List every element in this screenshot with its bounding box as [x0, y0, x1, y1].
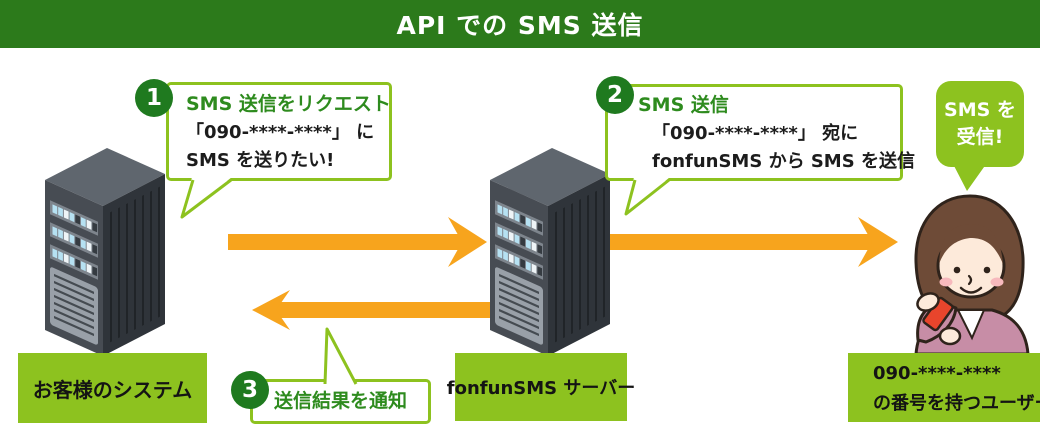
woman-with-phone-icon	[914, 194, 1030, 356]
step1-bubble: SMS 送信をリクエスト 「090-****-****」 に SMS を送りたい…	[166, 82, 392, 181]
step2-line-1: 「090-****-****」 宛に	[652, 123, 859, 144]
page-title: API での SMS 送信	[396, 11, 644, 40]
server-icon-fonfun	[490, 148, 610, 356]
step1-badge: 1	[135, 79, 173, 117]
label-sms-user: 090-****-**** の番号を持つユーザー	[848, 353, 1040, 422]
label-sms-user-line-2: の番号を持つユーザー	[873, 393, 1040, 414]
step2-badge: 2	[596, 76, 634, 114]
sms-receive-bubble: SMS を 受信!	[936, 81, 1024, 167]
header-bar: API での SMS 送信	[0, 0, 1040, 48]
step2-title: SMS 送信	[638, 94, 729, 116]
receive-line-1: SMS を	[944, 99, 1016, 121]
step3-badge: 3	[231, 371, 269, 409]
step3-title: 送信結果を通知	[273, 390, 407, 412]
step1-title: SMS 送信をリクエスト	[186, 93, 391, 115]
arrow-request	[228, 217, 487, 267]
arrow-send	[604, 217, 898, 267]
label-sms-user-line-1: 090-****-****	[873, 363, 1001, 384]
label-fonfun-server: fonfunSMS サーバー	[447, 353, 635, 421]
step2-line-2: fonfunSMS から SMS を送信	[652, 151, 915, 172]
step1-line-2: SMS を送りたい!	[186, 150, 335, 171]
label-customer-system: お客様のシステム	[18, 353, 207, 423]
step2-bubble: SMS 送信 「090-****-****」 宛に fonfunSMS から S…	[605, 84, 915, 181]
step3-bubble: 送信結果を通知	[250, 379, 431, 424]
arrow-result	[252, 290, 560, 330]
server-icon-customer	[45, 148, 165, 356]
receive-line-2: 受信!	[956, 126, 1004, 148]
step1-line-1: 「090-****-****」 に	[186, 122, 375, 143]
